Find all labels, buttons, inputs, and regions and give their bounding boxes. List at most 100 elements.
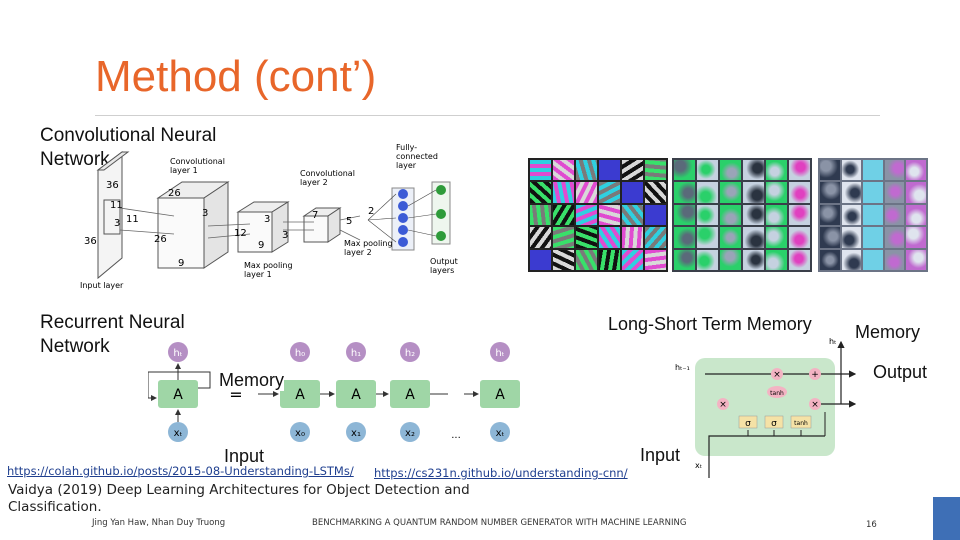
rnn-unrolled: h₀ A x₀ h₁ A x₁ h₂ A x₂ hₜ A xₜ ... [258,342,520,442]
cnn-dim: 36 [106,180,119,191]
cnn-conv2-volume [236,201,290,253]
filter-tile [530,227,551,248]
rnn-h-label: h₂ [405,348,415,359]
lstm-input-label: Input [640,445,681,465]
filter-tile [884,182,905,203]
lstm-op-output: × [811,400,819,410]
cnn-dim: 5 [346,216,352,227]
footer-title: BENCHMARKING A QUANTUM RANDOM NUMBER GEN… [312,518,687,528]
filter-tile [674,204,695,226]
lstm-gate-sigma: σ [745,419,751,429]
filter-tile [697,227,718,248]
cnn-dim: 3 [264,214,270,225]
lstm-op-add: + [811,370,819,380]
lstm-op-forget: × [773,370,781,380]
filter-tile [841,204,862,226]
cnn-dim: 12 [234,228,247,239]
accent-bar [933,497,960,540]
cnn-section-label: Convolutional Neural Network [40,125,217,170]
filter-tile [645,182,666,203]
filter-tile [720,204,741,226]
filter-tile [906,160,926,181]
rnn-x-label: x₂ [405,428,415,439]
cnn-dim: 11 [110,200,123,211]
cnn-pool2-volume [302,207,342,243]
cnn-dim: 26 [154,234,167,245]
reference-link-cs231n[interactable]: https://cs231n.github.io/understanding-c… [374,466,628,480]
rnn-cell-label: A [173,387,183,403]
filter-tile [622,204,643,226]
filter-tile [906,249,926,270]
footer-authors: Jing Yan Haw, Nhan Duy Truong [92,518,226,528]
cnn-dim: 3 [202,208,208,219]
lstm-h-out: hₜ [829,337,836,346]
rnn-h-label: hₜ [173,348,182,359]
cnn-input-label: Input layer [80,281,124,290]
filter-tile [720,182,741,203]
cnn-connections [119,207,361,241]
rnn-input-label: Input [224,446,265,466]
filter-tile [720,227,741,248]
lstm-section-label: Long-Short Term Memory [608,314,812,334]
filter-tile [645,204,666,226]
lstm-gate-sigma: σ [771,419,777,429]
filter-tile [576,204,597,226]
filter-tile [530,249,551,270]
filter-tile [766,249,787,270]
reference-link-colah[interactable]: https://colah.github.io/posts/2015-08-Un… [7,464,354,478]
cnn-dim: 2 [368,206,374,217]
filter-tile [789,227,810,248]
cnn-dim: 7 [312,210,318,221]
filter-tile [863,227,883,248]
rnn-section-label: Recurrent Neural Network [40,312,185,357]
filter-tile [743,227,764,248]
filter-tile [645,227,666,248]
filter-tile [697,182,718,203]
lstm-diagram: hₜ₋₁ hₜ xₜ × + × × tanh σ σ tanh [675,337,857,478]
filter-tile [674,160,695,181]
filter-tile [884,204,905,226]
lstm-gate-tanh: tanh [794,420,808,427]
filter-tile [743,182,764,203]
filter-tile [766,160,787,181]
filter-tile [789,204,810,226]
filter-tile [622,249,643,270]
rnn-x-label: xₜ [174,428,183,439]
cnn-output-nodes [407,181,451,245]
filter-tile [863,249,883,270]
cnn-dim: 36 [84,236,97,247]
filter-tile [906,204,926,226]
filter-tile [720,249,741,270]
rnn-h-label: h₁ [351,348,361,359]
footer-page-number: 16 [866,520,877,530]
filter-tile [820,160,840,181]
filter-tile [599,227,620,248]
filter-tile [553,204,574,226]
filter-tile [884,227,905,248]
cnn-dim: 9 [178,258,184,269]
filter-tile [622,160,643,181]
filter-tile [884,160,905,181]
rnn-folded-unit: hₜ A xₜ [148,342,211,442]
rnn-h-label: hₜ [495,348,504,359]
filter-tile [863,182,883,203]
rnn-x-label: xₜ [496,428,505,439]
filter-tile [820,204,840,226]
filter-tile [906,182,926,203]
filter-tile [766,204,787,226]
filter-tile [553,182,574,203]
title-divider [95,115,880,116]
filter-tile [820,227,840,248]
filter-tile [622,227,643,248]
cnn-dim: 3 [282,230,288,241]
slide-title: Method (cont’) [95,52,377,101]
filter-tile [553,160,574,181]
filter-tile [576,160,597,181]
cnn-input-volume [96,151,130,280]
filter-tile [841,249,862,270]
filter-tile [789,249,810,270]
